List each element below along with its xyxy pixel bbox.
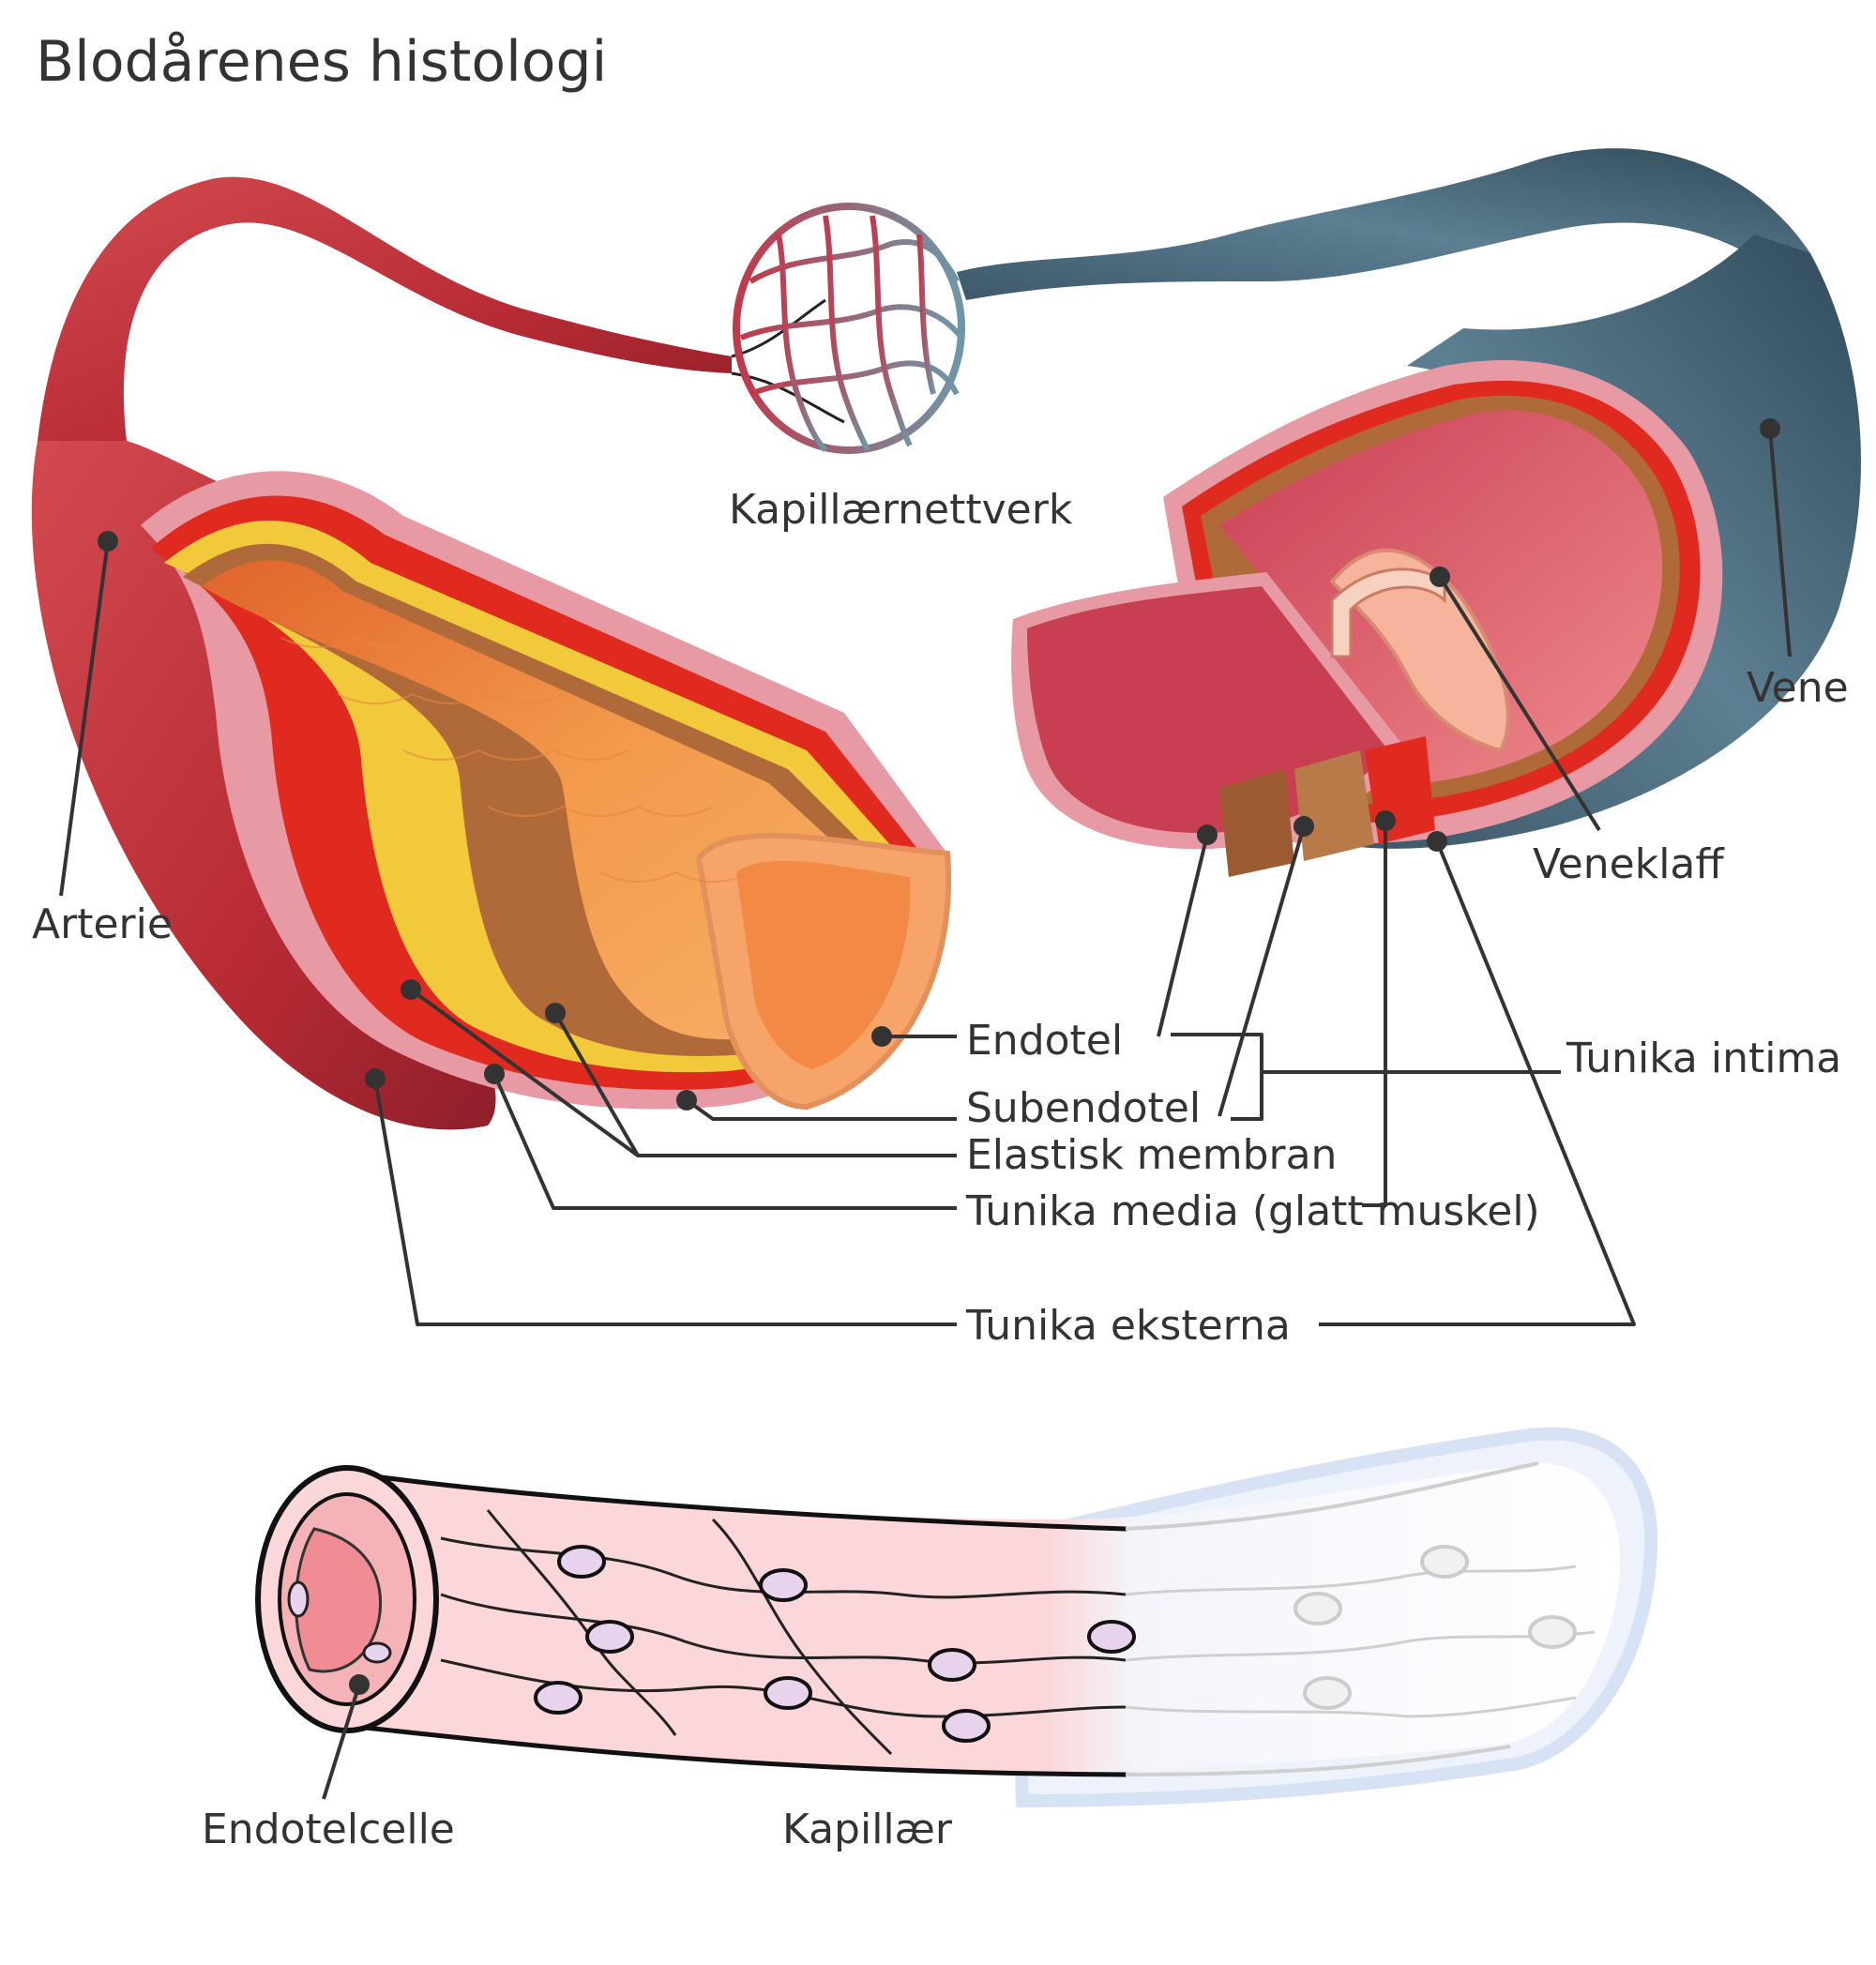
capillary-mesh: [739, 215, 964, 453]
vein-vessel-tail: [957, 148, 1810, 310]
capillary-nucleus: [362, 1641, 392, 1664]
label-capillary: Kapillær: [782, 1806, 953, 1853]
vein-illustration: [1011, 234, 1861, 877]
capillary-nuclei: [534, 1545, 1577, 1743]
capillary-body: [347, 1463, 1621, 1773]
label-tunica-media: Tunika media (glatt muskel): [965, 1187, 1540, 1235]
leader-lines: [59, 418, 1792, 1800]
label-endothelium: Endotel: [966, 1017, 1123, 1065]
vein-outer-wall: [1341, 234, 1861, 849]
label-vein-valve: Veneklaff: [1533, 840, 1725, 888]
artery-lumen-inner: [736, 860, 911, 1069]
labels: Kapillærnettverk Arterie Vene Veneklaff …: [32, 486, 1849, 1853]
artery-vessel-tail: [38, 176, 732, 441]
vein-valve-edge: [1330, 567, 1446, 658]
label-artery: Arterie: [32, 900, 173, 948]
capillary-network-illustration: [731, 148, 1810, 454]
label-capillary-network: Kapillærnettverk: [729, 486, 1073, 534]
label-tunica-externa: Tunika eksterna: [965, 1302, 1291, 1350]
artery-illustration: [31, 176, 952, 1130]
vein-valve-leaflet: [1329, 548, 1510, 753]
diagram-title: Blodårenes histologi: [36, 29, 607, 95]
capillary-nucleus: [287, 1580, 310, 1618]
label-endothelial-cell: Endotelcelle: [202, 1806, 455, 1853]
label-elastic-membrane: Elastisk membran: [966, 1131, 1337, 1179]
artery-endothelium-texture: [280, 636, 751, 883]
capillary-faded-outlines: [1125, 1564, 1596, 1718]
label-vein: Vene: [1747, 664, 1849, 712]
label-subendothelium: Subendotel: [966, 1084, 1201, 1132]
capillary-bottom-edge: [344, 1723, 1128, 1777]
label-tunica-intima: Tunika intima: [1566, 1035, 1841, 1082]
capillary-illustration: [255, 1427, 1658, 1808]
vein-elastic-block: [1294, 750, 1374, 861]
vein-subendothelium-block: [1219, 769, 1294, 877]
capillary-top-edge: [344, 1470, 1128, 1532]
